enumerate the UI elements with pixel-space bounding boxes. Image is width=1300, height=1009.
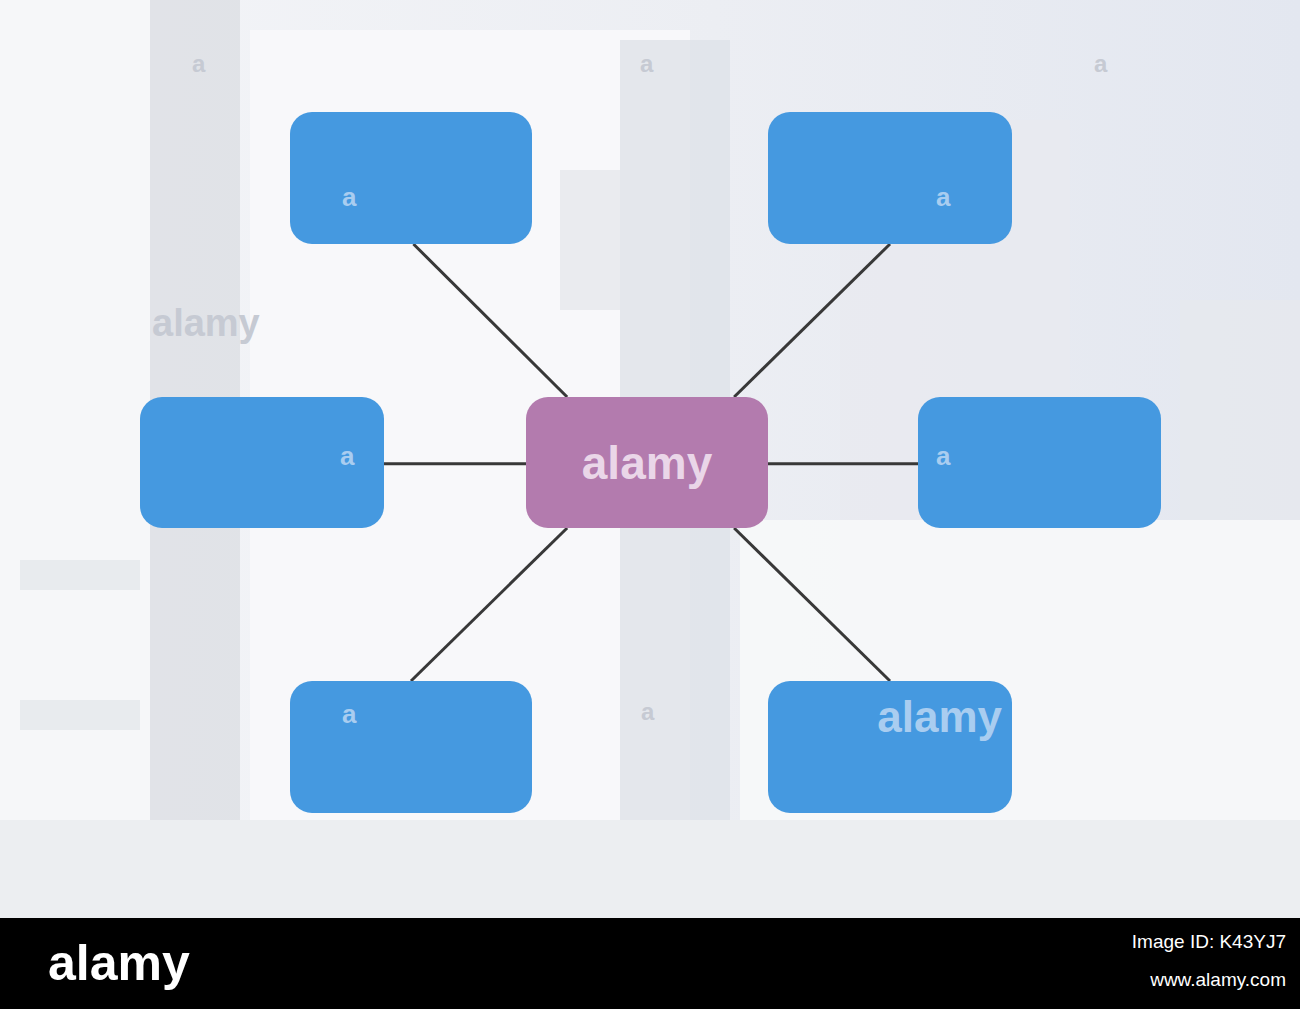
watermark-text: a [936, 184, 950, 210]
watermark-text: a [641, 700, 654, 724]
branch-box: a [290, 112, 532, 244]
branch-box: a [140, 397, 384, 528]
connector-line [734, 244, 890, 397]
branch-box: alamy [768, 681, 1012, 813]
watermark-text: a [342, 184, 356, 210]
watermark-text: alamy [877, 695, 1002, 739]
central-topic-box: alamy [526, 397, 768, 528]
connector-line [411, 528, 567, 681]
logo-text: alamy [48, 938, 190, 988]
connector-line [413, 244, 567, 397]
watermark-text: a [936, 443, 950, 469]
watermark-text: a [1094, 52, 1107, 76]
branch-box: a [768, 112, 1012, 244]
branch-box: a [918, 397, 1161, 528]
connector-line [384, 463, 526, 464]
watermark-text: a [342, 701, 356, 727]
watermark-text: alamy [152, 304, 260, 342]
watermark-text: a [192, 52, 205, 76]
site-url: www.alamy.com [1150, 970, 1286, 989]
footer-bar [0, 918, 1300, 1009]
branch-box: a [290, 681, 532, 813]
image-id: Image ID: K43YJ7 [1132, 932, 1286, 951]
connector-line [768, 463, 918, 464]
watermark-text: a [640, 52, 653, 76]
connector-line [734, 528, 890, 681]
watermark-text: a [340, 443, 354, 469]
watermark-text: alamy [582, 440, 712, 486]
